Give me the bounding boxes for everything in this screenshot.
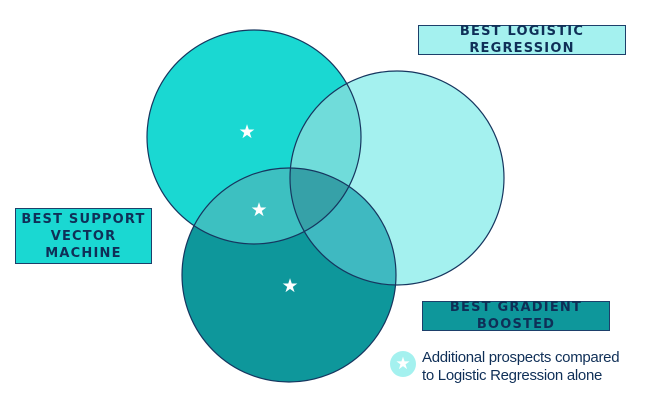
star-icon: ★ [281, 275, 298, 297]
gradient-boosted-label-text: BEST GRADIENT BOOSTED [449, 300, 583, 332]
star-icon: ★ [238, 121, 255, 143]
star-icon: ★ [390, 351, 416, 377]
legend-text: Additional prospects compared to Logisti… [422, 349, 620, 384]
logistic-regression-label: BEST LOGISTIC REGRESSION [418, 24, 626, 56]
legend: ★ Additional prospects compared to Logis… [390, 349, 630, 393]
gradient-boosted-circle-outline [181, 167, 397, 383]
logistic-regression-circle-outline [289, 70, 505, 286]
svm-label-text: BEST SUPPORT VECTOR MACHINE [21, 211, 146, 261]
lr-gb-overlap [290, 168, 396, 285]
svm-circle-outline [146, 29, 362, 245]
logistic-regression-label-text: BEST LOGISTIC REGRESSION [459, 24, 585, 56]
star-icon: ★ [250, 199, 267, 221]
gradient-boosted-label: BEST GRADIENT BOOSTED [422, 300, 610, 332]
svm-label: BEST SUPPORT VECTOR MACHINE [15, 208, 152, 264]
